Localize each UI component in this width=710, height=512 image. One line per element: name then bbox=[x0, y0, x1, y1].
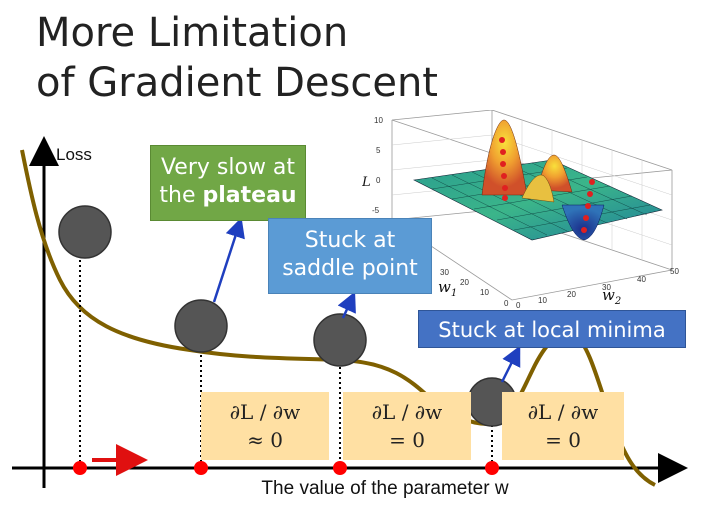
w2-tick-50: 50 bbox=[670, 267, 679, 276]
w2-tick-10: 10 bbox=[538, 296, 547, 305]
callout-saddle-line2: saddle point bbox=[282, 256, 418, 281]
ball-start bbox=[58, 205, 112, 259]
y-axis-label: Loss bbox=[56, 145, 92, 164]
derivative-box-plateau: ∂L / ∂w ≈ 0 bbox=[201, 392, 329, 460]
pointer-saddle bbox=[337, 291, 356, 319]
callout-plateau-line1: Very slow at bbox=[160, 155, 296, 180]
pointer-plateau bbox=[212, 217, 245, 303]
marker-3 bbox=[333, 461, 347, 475]
w1-tick-30: 30 bbox=[440, 268, 449, 277]
callout-saddle: Stuck at saddle point bbox=[268, 218, 432, 294]
w1-tick-10: 10 bbox=[480, 288, 489, 297]
w1-axis-label: w1 bbox=[438, 278, 457, 299]
derivative-box-saddle: ∂L / ∂w = 0 bbox=[343, 392, 471, 460]
callout-saddle-line1: Stuck at bbox=[304, 228, 396, 253]
ball-plateau bbox=[174, 299, 228, 353]
derivative-value: ≈ 0 bbox=[247, 428, 283, 452]
z-tick-0: 0 bbox=[376, 176, 381, 185]
x-axis-label: The value of the parameter w bbox=[261, 478, 509, 499]
marker-2 bbox=[194, 461, 208, 475]
w2-tick-40: 40 bbox=[637, 275, 646, 284]
derivative-value: = 0 bbox=[545, 428, 581, 452]
derivative-expression: ∂L / ∂w bbox=[527, 400, 599, 424]
z-tick-5: 5 bbox=[376, 146, 381, 155]
w2-tick-20: 20 bbox=[567, 290, 576, 299]
marker-4 bbox=[485, 461, 499, 475]
slide-title: More Limitation of Gradient Descent bbox=[36, 8, 438, 108]
w2-tick-0: 0 bbox=[516, 301, 521, 310]
derivative-box-local-minima: ∂L / ∂w = 0 bbox=[502, 392, 624, 460]
derivative-expression: ∂L / ∂w bbox=[229, 400, 301, 424]
z-tick-10: 10 bbox=[374, 116, 383, 125]
callout-plateau-line2: the plateau bbox=[159, 183, 297, 208]
loss-surface-plot: 10 5 0 -5 30 20 10 0 0 10 20 30 40 50 L … bbox=[362, 110, 679, 310]
derivative-value: = 0 bbox=[389, 428, 425, 452]
w2-axis-label: w2 bbox=[602, 286, 621, 307]
w1-tick-0: 0 bbox=[504, 299, 509, 308]
callout-local-minima: Stuck at local minima bbox=[418, 310, 686, 348]
derivative-expression: ∂L / ∂w bbox=[371, 400, 443, 424]
title-line-1: More Limitation bbox=[36, 10, 349, 56]
ball-saddle bbox=[313, 313, 367, 367]
callout-plateau: Very slow at the plateau bbox=[150, 145, 306, 221]
w2-tick-30: 30 bbox=[602, 283, 611, 292]
marker-1 bbox=[73, 461, 87, 475]
z-tick-minus-5: -5 bbox=[372, 206, 380, 215]
title-line-2: of Gradient Descent bbox=[36, 60, 438, 106]
z-axis-label: L bbox=[362, 175, 371, 190]
w1-tick-20: 20 bbox=[460, 278, 469, 287]
pointer-local bbox=[500, 345, 521, 383]
